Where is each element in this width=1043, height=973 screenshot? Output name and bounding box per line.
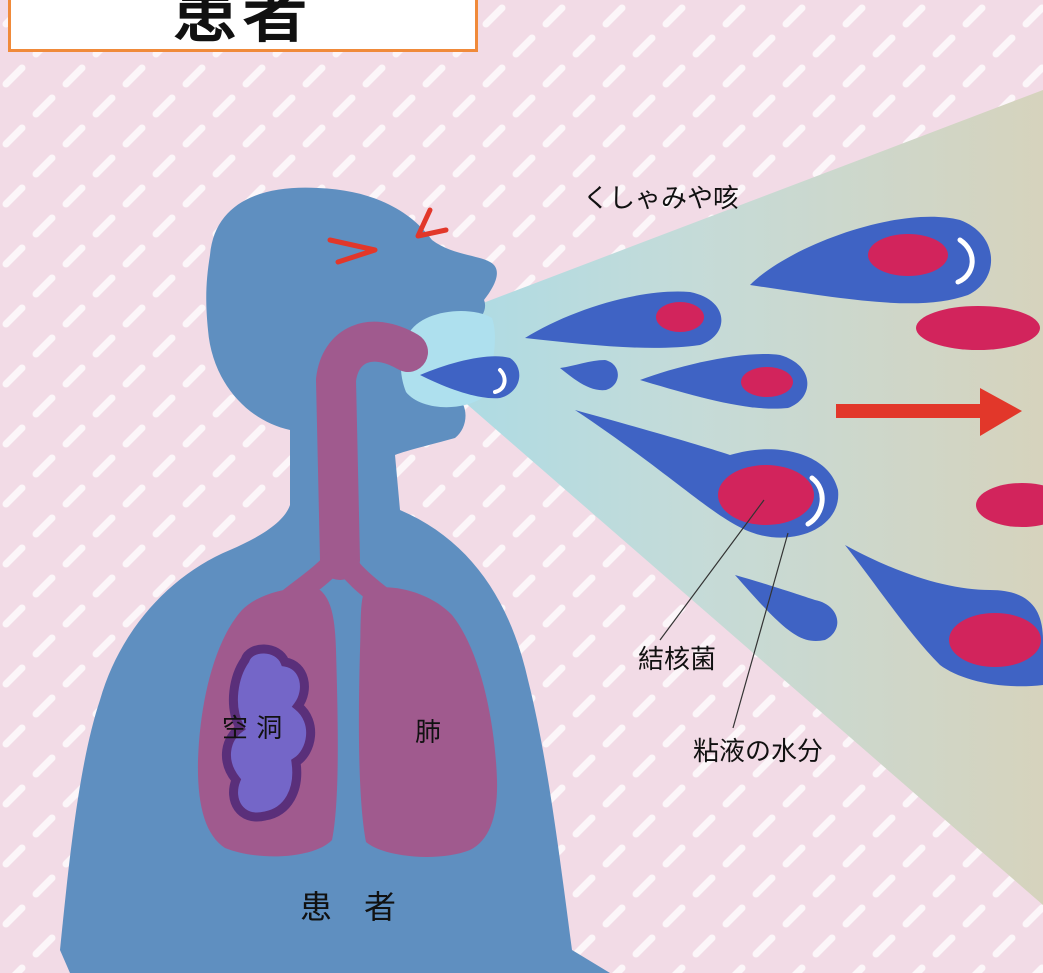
- label-sneeze: くしゃみや咳: [583, 184, 739, 214]
- bacterium: [718, 465, 814, 525]
- bacterium: [916, 306, 1040, 350]
- label-mucus: 粘液の水分: [693, 737, 823, 767]
- page-title: 患者: [173, 0, 313, 47]
- bacterium: [656, 302, 704, 332]
- bacterium: [741, 367, 793, 397]
- label-cavity: 空 洞: [222, 714, 282, 744]
- bacterium: [949, 613, 1041, 667]
- label-lung: 肺: [415, 718, 441, 748]
- label-bacteria: 結核菌: [638, 645, 716, 675]
- bacterium: [868, 234, 948, 276]
- label-patient: 患 者: [300, 888, 396, 926]
- title-box: 患者: [8, 0, 478, 52]
